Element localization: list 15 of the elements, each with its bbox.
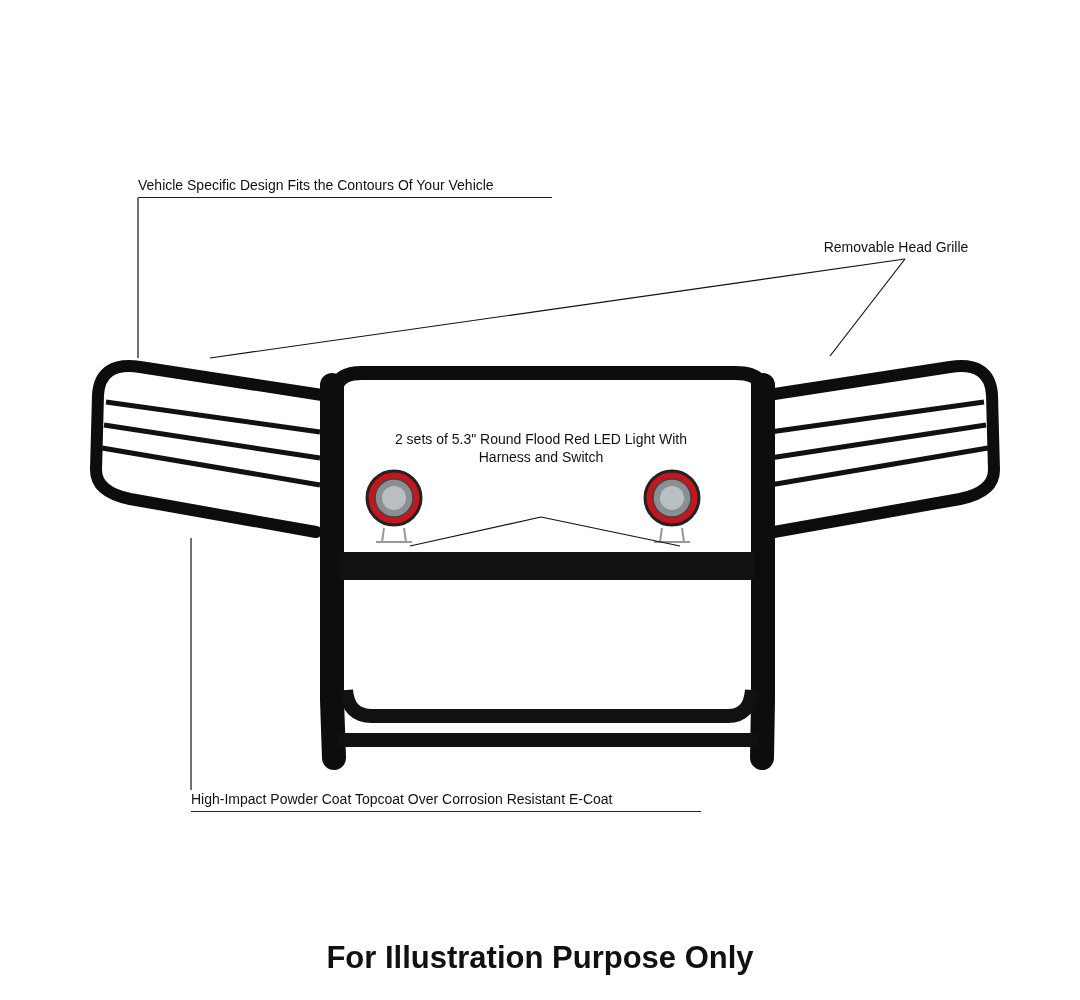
callout-text: Removable Head Grille <box>823 238 969 256</box>
flood-light <box>364 468 424 546</box>
callout-text: High-Impact Powder Coat Topcoat Over Corrosion Resistant E-Coat <box>191 790 613 808</box>
leader-line <box>540 516 681 547</box>
leader-line <box>409 516 542 547</box>
leader-line <box>190 537 192 791</box>
leader-line <box>829 258 906 357</box>
callout-underline <box>191 790 701 812</box>
callout-underline <box>138 176 552 198</box>
leader-line <box>209 258 906 359</box>
caption: For Illustration Purpose Only <box>325 940 755 976</box>
callout-text: Vehicle Specific Design Fits the Contours Of Your Vehicle <box>138 176 494 194</box>
leader-line <box>137 197 139 359</box>
flood-light <box>642 468 702 546</box>
callout-text: 2 sets of 5.3" Round Flood Red LED Light With Harness and Switch <box>393 430 689 466</box>
